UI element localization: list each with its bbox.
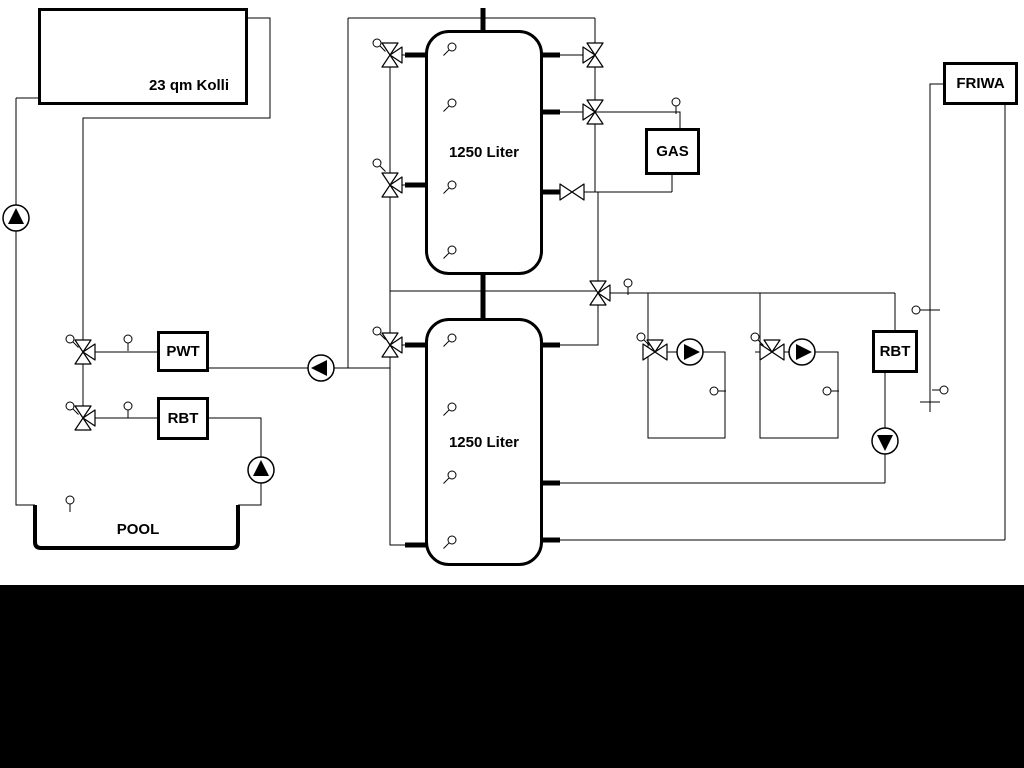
pwt-label: PWT [166,343,200,360]
three-way-valve-icon [74,405,96,431]
sensor-icon [911,305,929,315]
tank-connection-stubs [405,8,560,548]
three-way-valve-icon [381,42,403,68]
pwt-box: PWT [157,331,209,372]
pool-basin [33,505,240,550]
letterbox-bar [0,585,1024,768]
three-way-valve-icon [589,280,611,306]
mixing-valve-icon [759,339,785,361]
valve-icon [559,183,585,201]
rbt-right-label: RBT [879,343,911,360]
rbt-left-label: RBT [167,410,199,427]
pool-label: POOL [116,521,160,538]
sensor-icon [370,156,389,175]
three-way-valve-icon [381,172,403,198]
sensor-icon [709,386,727,396]
buffer-tank-top: 1250 Liter [425,30,543,275]
pump-icon [2,204,30,232]
pump-icon [247,456,275,484]
pump-icon [676,338,704,366]
solar-collector-box: 23 qm Kolli [38,8,248,105]
pump-icon [871,427,899,455]
buffer-tank-top-label: 1250 Liter [448,144,520,161]
sensor-icon [65,495,75,513]
three-way-valve-icon [74,339,96,365]
pump-icon [788,338,816,366]
three-way-valve-icon [582,42,604,68]
piping-diagram [2,8,1006,552]
solar-collector-label: 23 qm Kolli [148,77,229,94]
friwa-box: FRIWA [943,62,1018,105]
sensor-icon [123,334,133,352]
rbt-right-box: RBT [872,330,918,373]
buffer-tank-bottom-label: 1250 Liter [448,433,520,451]
sensor-icon [822,386,840,396]
three-way-valve-icon [381,332,403,358]
pump-icon [307,354,335,382]
gas-boiler-box: GAS [645,128,700,175]
rbt-left-box: RBT [157,397,209,440]
friwa-label: FRIWA [956,75,1005,92]
gas-boiler-label: GAS [656,143,689,160]
sensor-icon [931,385,949,395]
sensor-icon [123,401,133,419]
buffer-tank-bottom: 1250 Liter [425,318,543,566]
